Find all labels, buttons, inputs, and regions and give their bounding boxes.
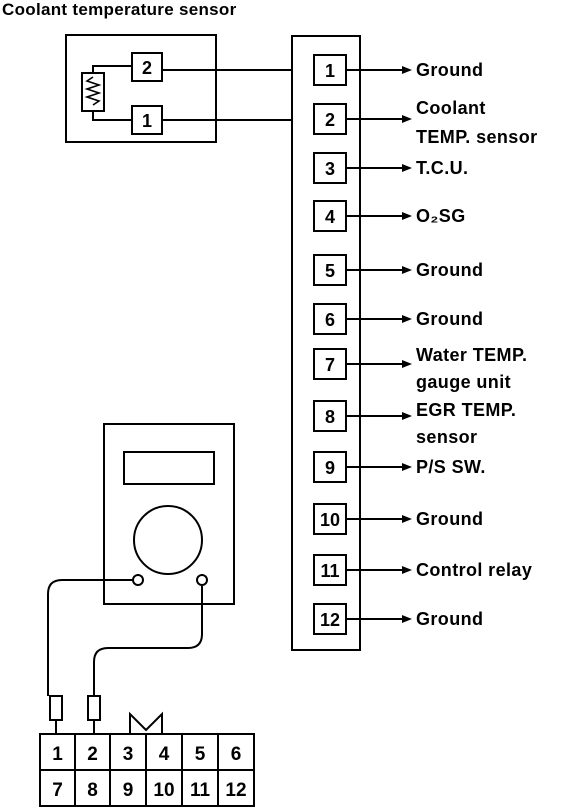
ecu-connector-pin-10: 10 <box>153 780 174 801</box>
harness-pin-9-label-line-1: P/S SW. <box>416 457 486 477</box>
harness-pin-6-label-line-1: Ground <box>416 309 483 329</box>
harness-pin-10-number: 10 <box>320 510 340 530</box>
ecu-connector-pin-1: 1 <box>52 744 63 765</box>
harness-pin-3-label-line-1: T.C.U. <box>416 158 468 178</box>
harness-pin-1-label-line-1: Ground <box>416 60 483 80</box>
sensor-terminal-2 <box>131 52 163 82</box>
harness-pin-5-number: 5 <box>325 261 335 281</box>
probe-lead-left <box>47 579 134 696</box>
harness-pin-7-label-line-1: Water TEMP. <box>416 345 527 365</box>
arrow-icon <box>402 566 412 574</box>
diagram-title: Coolant temperature sensor <box>2 0 237 19</box>
harness-pin-12-number: 12 <box>320 610 340 630</box>
probe-lead-right <box>93 586 203 696</box>
connector-latch <box>129 711 163 734</box>
arrow-icon <box>402 360 412 368</box>
arrow-icon <box>402 115 412 123</box>
harness-pin-1-number: 1 <box>325 61 335 81</box>
harness-pin-8-number: 8 <box>325 407 335 427</box>
ecu-connector-pin-12: 12 <box>225 780 246 801</box>
ecu-connector-pin-5: 5 <box>195 744 206 765</box>
arrow-icon <box>402 266 412 274</box>
arrow-icon <box>402 615 412 623</box>
harness-pin-7 <box>313 348 347 380</box>
ecu-connector-pin-3: 3 <box>123 744 134 765</box>
harness-pin-3 <box>313 152 347 184</box>
ecu-connector-pin-2: 2 <box>87 744 98 765</box>
harness-pin-4-label-line-1: O₂SG <box>416 206 466 226</box>
probe-right <box>87 695 101 738</box>
harness-pin-3-number: 3 <box>325 159 335 179</box>
ecu-connector-pin-11: 11 <box>190 780 211 801</box>
harness-pin-5-label-line-1: Ground <box>416 260 483 280</box>
ecu-connector-pin-4: 4 <box>159 744 170 765</box>
multimeter <box>103 423 235 605</box>
arrow-icon <box>402 66 412 74</box>
harness-pin-6-number: 6 <box>325 310 335 330</box>
harness-pin-10-label-line-1: Ground <box>416 509 483 529</box>
arrow-icon <box>402 412 412 420</box>
arrow-icon <box>402 515 412 523</box>
multimeter-jack-left <box>132 574 144 586</box>
arrow-icon <box>402 463 412 471</box>
multimeter-jack-right <box>196 574 208 586</box>
sensor-terminal-2-label: 2 <box>142 58 152 78</box>
harness-pin-7-number: 7 <box>325 355 335 375</box>
sensor-terminal-1-label: 1 <box>142 111 152 131</box>
probe-left <box>49 695 63 738</box>
harness-pin-12-label-line-1: Ground <box>416 609 483 629</box>
harness-connector-body <box>291 35 361 651</box>
arrow-icon <box>402 315 412 323</box>
harness-pin-8-label-line-2: sensor <box>416 427 477 447</box>
coolant-temperature-sensor: 2 1 <box>65 34 217 143</box>
harness-pin-9-number: 9 <box>325 458 335 478</box>
ecu-connector-pin-9: 9 <box>123 780 134 801</box>
ecu-connector-pin-7: 7 <box>52 780 63 801</box>
ecu-connector-pin-6: 6 <box>231 744 242 765</box>
harness-pin-8-label-line-1: EGR TEMP. <box>416 400 516 420</box>
multimeter-display <box>123 451 215 485</box>
arrow-icon <box>402 164 412 172</box>
ecu-connector-pin-8: 8 <box>87 780 98 801</box>
harness-pin-7-label-line-2: gauge unit <box>416 372 511 392</box>
arrow-icon <box>402 212 412 220</box>
harness-pin-11-label-line-1: Control relay <box>416 560 532 580</box>
thermistor-symbol <box>81 65 132 121</box>
multimeter-dial <box>133 505 203 575</box>
harness-pin-4-number: 4 <box>325 207 335 227</box>
harness-pin-11-number: 11 <box>320 561 339 581</box>
harness-pin-2-label-line-1: Coolant <box>416 98 486 118</box>
harness-pin-2-number: 2 <box>325 110 335 130</box>
harness-pin-2-label-line-2: TEMP. sensor <box>416 127 538 147</box>
